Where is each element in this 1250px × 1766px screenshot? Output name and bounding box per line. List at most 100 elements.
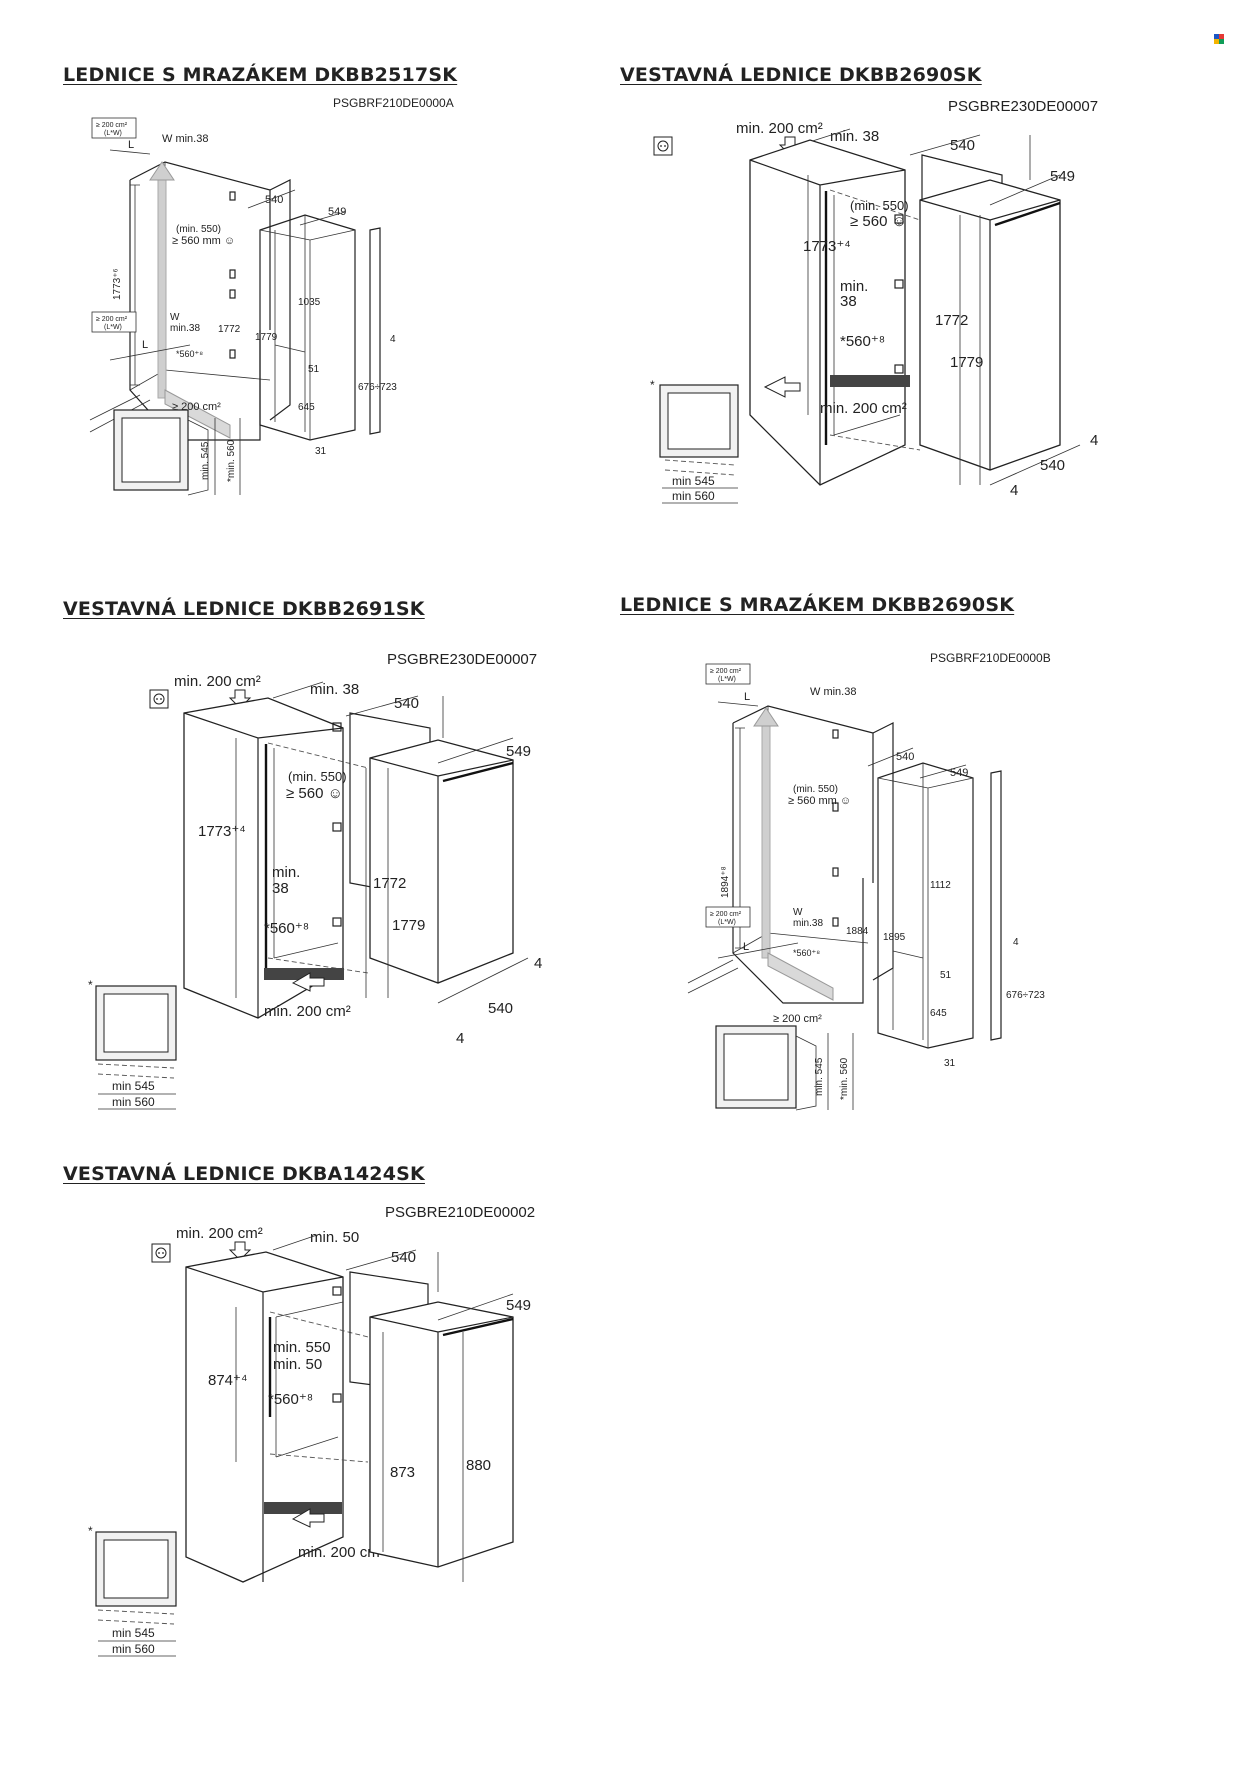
- min560-label: *min. 560: [226, 439, 237, 482]
- d540-label: 540: [394, 695, 419, 712]
- vent-mid-label: ≥ 200 cm²: [96, 316, 128, 323]
- depth-540-label: 540: [265, 194, 283, 206]
- h880-label: 880: [466, 1457, 491, 1474]
- min38-label: min.: [272, 864, 300, 881]
- min545-label: min 545: [112, 1079, 155, 1093]
- section-title: LEDNICE S MRAZÁKEM DKBB2690SK: [620, 594, 1015, 616]
- star-label: *: [88, 978, 93, 992]
- d540-label: 540: [950, 137, 975, 154]
- vent-bottom-label: min. 200 cm²: [298, 1544, 385, 1561]
- min545-label: min. 545: [814, 1057, 825, 1096]
- brand-logo-icon: [1214, 34, 1224, 44]
- depth-549-label: 549: [950, 767, 968, 779]
- model-code: PSGBRE210DE00002: [385, 1204, 536, 1221]
- min560-label: ≥ 560 ☺: [850, 213, 907, 230]
- h1884-label: 1884: [846, 926, 869, 937]
- min560-label: *min. 560: [839, 1057, 850, 1100]
- d549-label: 549: [1050, 168, 1075, 185]
- h1779-label: 1779: [950, 354, 983, 371]
- section-title: VESTAVNÁ LEDNICE DKBB2690SK: [620, 64, 982, 86]
- min-560-label: ≥ 560 mm ☺: [788, 795, 851, 807]
- h873-label: 873: [390, 1464, 415, 1481]
- l-mid-label: L: [743, 941, 749, 953]
- h1772-label: 1772: [935, 312, 968, 329]
- w-mid-label: W: [793, 907, 803, 918]
- min38b-label: 38: [840, 293, 857, 310]
- h1779-label: 1779: [392, 917, 425, 934]
- min-550-label: (min. 550): [176, 224, 221, 235]
- min550-label: min. 550: [273, 1339, 331, 1356]
- d540-label: 540: [391, 1249, 416, 1266]
- min545-label: min 545: [672, 474, 715, 488]
- d549-label: 549: [506, 1297, 531, 1314]
- vent-top-label: ≥ 200 cm²: [96, 122, 128, 129]
- b4b-label: 4: [1010, 482, 1018, 499]
- w560-label: *560⁺⁸: [176, 349, 203, 359]
- installation-diagram-combi-2: 1894⁺⁸ ≥ 200 cm² (L*W) W min.38 L (min. …: [687, 663, 1045, 1111]
- section-title: VESTAVNÁ LEDNICE DKBB2691SK: [63, 598, 425, 620]
- w-mid2-label: min.38: [170, 323, 200, 334]
- min545-label: min. 545: [200, 441, 211, 480]
- min38-top-label: min. 38: [830, 128, 879, 145]
- w-mid2-label: min.38: [793, 918, 823, 929]
- vent-mid-sub: (L*W): [104, 324, 122, 331]
- l-top-label: L: [744, 691, 750, 703]
- h1773-label: 1773⁺⁴: [803, 238, 851, 255]
- h31-label: 31: [315, 446, 327, 457]
- h4-label: 4: [1013, 937, 1019, 948]
- b4a-label: 4: [1090, 432, 1098, 449]
- min545-label: min 545: [112, 1626, 155, 1640]
- min-560-label: ≥ 560 mm ☺: [172, 235, 235, 247]
- model-code: PSGBRF210DE0000B: [930, 651, 1051, 665]
- b4b-label: 4: [456, 1030, 464, 1047]
- h1895-label: 1895: [883, 932, 906, 943]
- w560-label: *560⁺⁸: [793, 948, 820, 958]
- min560b-label: min 560: [112, 1642, 155, 1656]
- h645-label: 645: [930, 1008, 947, 1019]
- vent-bottom-label: min. 200 cm²: [820, 400, 907, 417]
- vent-mid-label: ≥ 200 cm²: [710, 911, 742, 918]
- h645-label: 645: [298, 402, 315, 413]
- h1112-label: 1112: [930, 880, 951, 891]
- h1772-label: 1772: [373, 875, 406, 892]
- min50-label: min. 50: [273, 1356, 322, 1373]
- w-top-label: W min.38: [810, 686, 856, 698]
- h51-label: 51: [308, 364, 320, 375]
- min38b-label: 38: [272, 880, 289, 897]
- h1035-label: 1035: [298, 297, 321, 308]
- vent-top-sub: (L*W): [718, 676, 736, 683]
- min38-label: min.: [840, 278, 868, 295]
- vent-top-label: min. 200 cm²: [176, 1225, 263, 1242]
- model-code: PSGBRE230DE00007: [948, 98, 1099, 115]
- vent-bottom-label: min. 200 cm²: [264, 1003, 351, 1020]
- niche-height-label: 1894⁺⁸: [720, 866, 731, 898]
- min560-label: ≥ 560 ☺: [286, 785, 343, 802]
- vent-mid-sub: (L*W): [718, 919, 736, 926]
- model-code: PSGBRF210DE0000A: [333, 96, 454, 110]
- w-top-label: W min.38: [162, 133, 208, 145]
- vent-top-sub: (L*W): [104, 130, 122, 137]
- socket-icon: [151, 1243, 171, 1263]
- h51-label: 51: [940, 970, 952, 981]
- star-label: *: [650, 378, 655, 392]
- h1779-label: 1779: [255, 332, 278, 343]
- min550-label: (min. 550): [288, 769, 347, 784]
- min560b-label: min 560: [112, 1095, 155, 1109]
- d549-label: 549: [506, 743, 531, 760]
- h1773-label: 1773⁺⁴: [198, 823, 246, 840]
- socket-icon: [149, 689, 169, 709]
- h874-label: 874⁺⁴: [208, 1372, 247, 1389]
- vent-bottom-label: ≥ 200 cm²: [773, 1013, 822, 1025]
- installation-diagram-fridge-3: min. 200 cm² min. 50 874⁺⁴ min. 550 min.…: [88, 1225, 531, 1657]
- depth-549-label: 549: [328, 206, 346, 218]
- b540-label: 540: [488, 1000, 513, 1017]
- l-mid-label: L: [142, 339, 148, 351]
- section-title: VESTAVNÁ LEDNICE DKBA1424SK: [63, 1163, 425, 1185]
- h31-label: 31: [944, 1058, 956, 1069]
- depth-540-label: 540: [896, 751, 914, 763]
- min550-label: (min. 550): [850, 198, 909, 213]
- min-550-label: (min. 550): [793, 784, 838, 795]
- h1772-label: 1772: [218, 324, 241, 335]
- h676-label: 676÷723: [1006, 990, 1045, 1001]
- vent-top-label: ≥ 200 cm²: [710, 668, 742, 675]
